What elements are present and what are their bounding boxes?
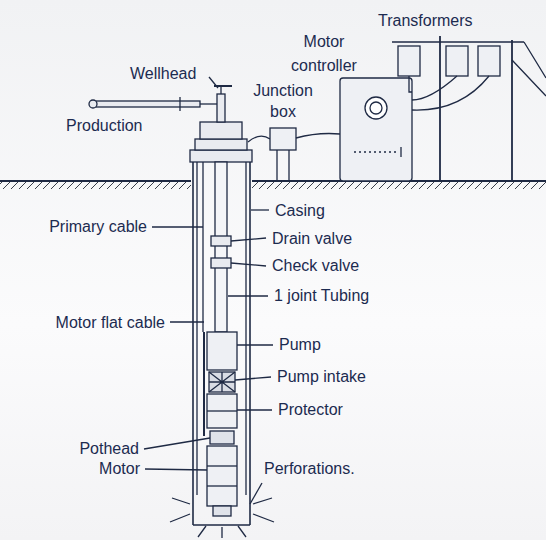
part-label: Perforations. xyxy=(264,459,355,478)
part-label: Motor flat cable xyxy=(56,313,165,332)
part-label: Casing xyxy=(275,201,325,220)
part-label: Drain valve xyxy=(272,229,352,248)
part-label: Pump intake xyxy=(277,367,366,386)
part-label: Check valve xyxy=(272,256,359,275)
part-label: Pump xyxy=(279,335,321,354)
part-label: Pothead xyxy=(79,439,139,458)
part-label: Protector xyxy=(278,400,343,419)
part-label: Production xyxy=(66,116,143,135)
part-label: Motor controller xyxy=(284,30,364,78)
part-label: Junction box xyxy=(246,80,320,122)
part-label: Primary cable xyxy=(49,217,147,236)
part-label: 1 joint Tubing xyxy=(274,286,369,305)
part-label: Wellhead xyxy=(130,64,196,83)
part-label: Motor xyxy=(99,459,140,478)
part-label: Transformers xyxy=(378,11,473,30)
